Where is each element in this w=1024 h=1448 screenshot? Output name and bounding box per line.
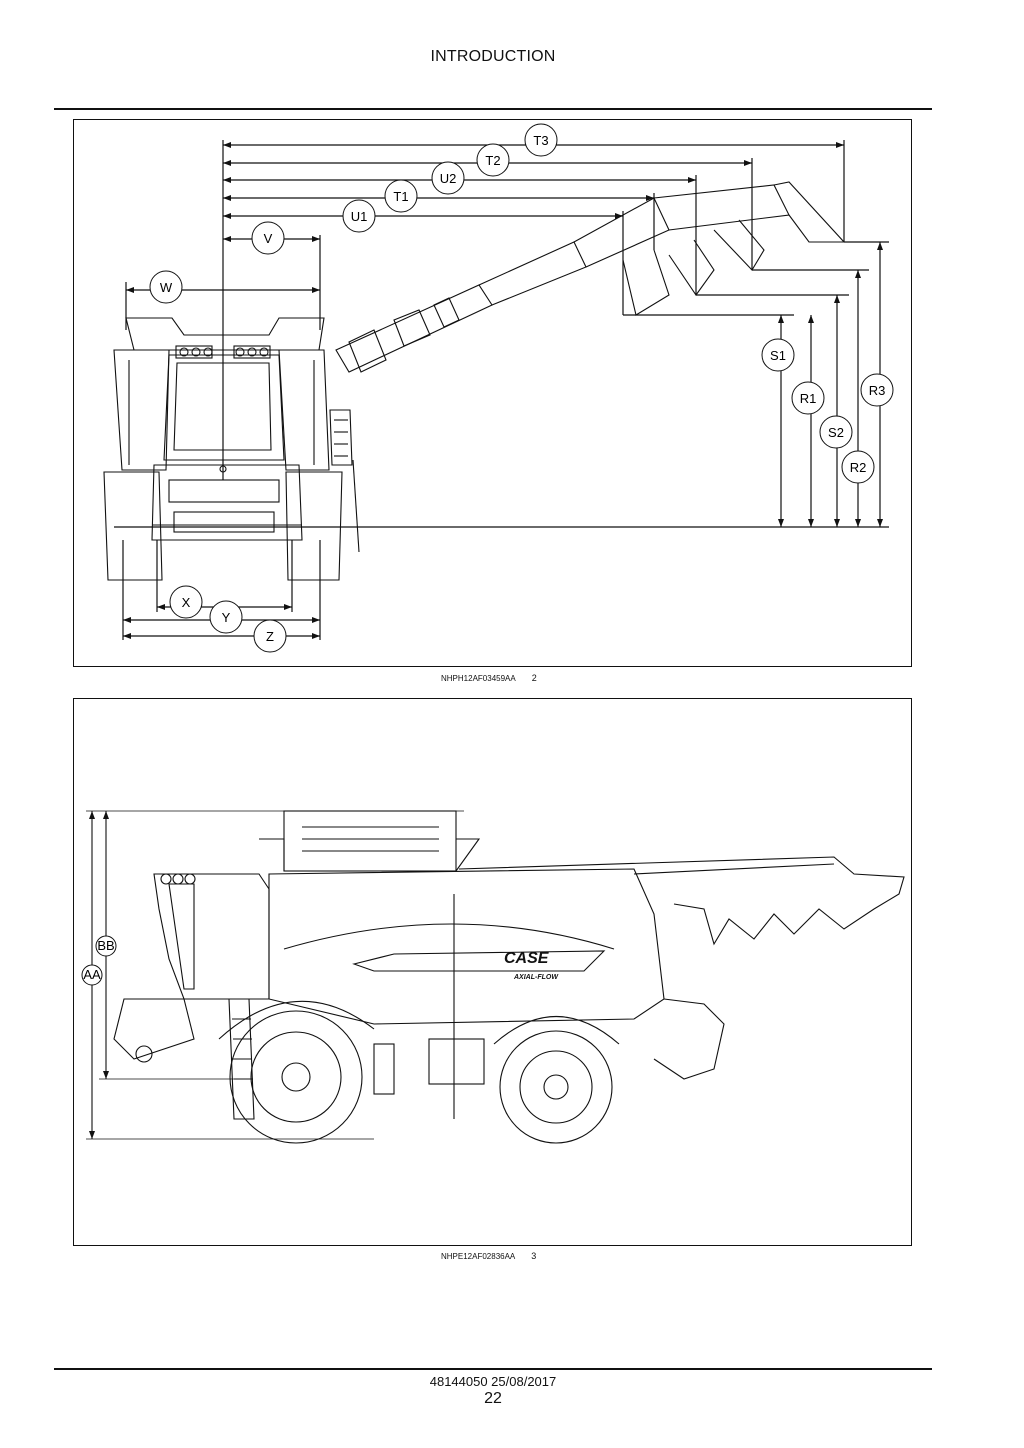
svg-text:S1: S1 [770,348,786,363]
label-T1: T1 [384,179,418,213]
side-view-drawing: CASE AXIAL-FLOW BB AA [81,810,905,1144]
label-R1: R1 [791,381,825,415]
front-view-drawing: T3 T2 U2 T1 U1 V W S1 R1 R3 S2 R2 X Y Z [103,123,894,653]
svg-text:X: X [182,595,191,610]
brand-text: CASE [504,950,550,967]
label-V: V [251,221,285,255]
figure-2-number: 2 [531,673,537,683]
svg-text:T3: T3 [533,133,548,148]
page-number: 22 [484,1390,502,1407]
label-S1: S1 [761,338,795,372]
header-rule [54,108,932,110]
label-BB: BB [95,935,117,957]
figure-3-caption: NHPE12AF02836AA 3 [441,1251,536,1261]
svg-text:R2: R2 [850,460,867,475]
label-Y: Y [209,600,243,634]
svg-text:U1: U1 [351,209,368,224]
dimension-labels: T3 T2 U2 T1 U1 V W S1 R1 R3 S2 R2 X Y Z [149,123,894,653]
figure-3-code: NHPE12AF02836AA [441,1252,516,1261]
svg-text:W: W [160,280,173,295]
side-dimension-labels: BB AA [81,935,117,986]
svg-text:T1: T1 [393,189,408,204]
svg-text:BB: BB [97,938,114,953]
figure-2-code: NHPH12AF03459AA [441,674,516,683]
label-AA: AA [81,964,103,986]
label-S2: S2 [819,415,853,449]
svg-text:Y: Y [222,610,231,625]
svg-text:U2: U2 [440,171,457,186]
page-header-title: INTRODUCTION [430,48,556,65]
label-U2: U2 [431,161,465,195]
svg-text:S2: S2 [828,425,844,440]
label-R2: R2 [841,450,875,484]
footer-rule [54,1368,932,1370]
brand-subtext: AXIAL-FLOW [513,974,559,981]
svg-text:AA: AA [83,967,101,982]
label-T3: T3 [524,123,558,157]
rear-tire [499,1030,613,1144]
combine-side-outline: CASE AXIAL-FLOW [113,810,905,1144]
label-T2: T2 [476,143,510,177]
figure-3-number: 3 [531,1251,537,1261]
label-U1: U1 [342,199,376,233]
svg-text:V: V [264,231,273,246]
figure-2-caption: NHPH12AF03459AA 2 [441,673,537,683]
svg-text:T2: T2 [485,153,500,168]
label-X: X [169,585,203,619]
svg-text:R3: R3 [869,383,886,398]
footer-doc-id: 48144050 25/08/2017 [429,1374,557,1389]
svg-text:Z: Z [266,629,274,644]
combine-rear-outline [103,181,846,581]
label-Z: Z [253,619,287,653]
figure-side-view: CASE AXIAL-FLOW BB AA [73,698,912,1246]
label-W: W [149,270,183,304]
front-tire [229,1010,363,1144]
svg-text:R1: R1 [800,391,817,406]
figure-front-view: T3 T2 U2 T1 U1 V W S1 R1 R3 S2 R2 X Y Z [73,119,912,667]
label-R3: R3 [860,373,894,407]
